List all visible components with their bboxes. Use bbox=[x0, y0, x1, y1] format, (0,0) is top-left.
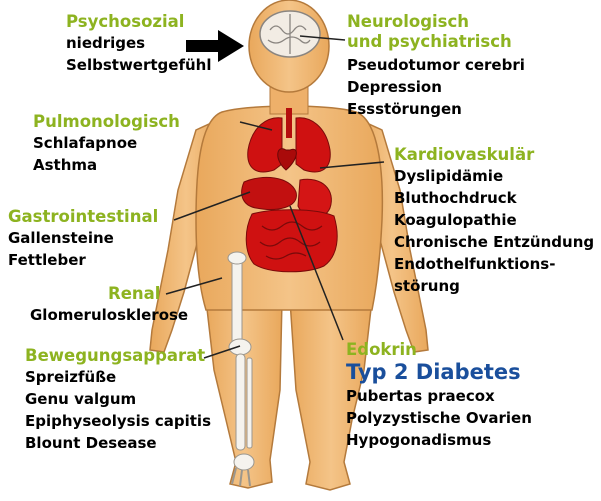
category-label: Gastrointestinal bbox=[8, 207, 158, 227]
category-label: Kardiovaskulär bbox=[394, 145, 594, 165]
group-gastrointestinal: Gastrointestinal Gallensteine Fettleber bbox=[8, 207, 158, 271]
condition-item: Bluthochdruck bbox=[394, 187, 594, 209]
condition-item: Endothelfunktions- bbox=[394, 253, 594, 275]
group-pulmonologisch: Pulmonologisch Schlafapnoe Asthma bbox=[33, 112, 180, 176]
condition-item: Spreizfüße bbox=[25, 366, 211, 388]
category-label: Bewegungsapparat bbox=[25, 346, 211, 366]
liver bbox=[242, 177, 297, 209]
highlight-label: Typ 2 Diabetes bbox=[346, 360, 532, 385]
category-label: und psychiatrisch bbox=[347, 32, 525, 52]
category-label: Psychosozial bbox=[66, 12, 212, 32]
condition-item: Essstörungen bbox=[347, 98, 525, 120]
condition-item: Depression bbox=[347, 76, 525, 98]
condition-item: niedriges bbox=[66, 32, 212, 54]
condition-item: störung bbox=[394, 275, 594, 297]
condition-item: Blount Desease bbox=[25, 432, 211, 454]
condition-item: Dyslipidämie bbox=[394, 165, 594, 187]
condition-item: Asthma bbox=[33, 154, 180, 176]
category-label: Renal bbox=[30, 284, 188, 304]
condition-item: Glomerulosklerose bbox=[30, 304, 188, 326]
group-neurologisch: Neurologisch und psychiatrisch Pseudotum… bbox=[347, 12, 525, 120]
condition-item: Selbstwertgefühl bbox=[66, 54, 212, 76]
group-psychosozial: Psychosozial niedriges Selbstwertgefühl bbox=[66, 12, 212, 76]
group-endokrin: Edokrin Typ 2 Diabetes Pubertas praecox … bbox=[346, 340, 532, 451]
condition-item: Fettleber bbox=[8, 249, 158, 271]
condition-item: Koagulopathie bbox=[394, 209, 594, 231]
condition-item: Schlafapnoe bbox=[33, 132, 180, 154]
condition-item: Hypogonadismus bbox=[346, 429, 532, 451]
organs bbox=[242, 108, 338, 272]
condition-item: Pseudotumor cerebri bbox=[347, 54, 525, 76]
group-renal: Renal Glomerulosklerose bbox=[30, 284, 188, 326]
condition-item: Gallensteine bbox=[8, 227, 158, 249]
category-label: Edokrin bbox=[346, 340, 532, 360]
condition-item: Chronische Entzündung bbox=[394, 231, 594, 253]
trachea bbox=[286, 108, 292, 138]
category-label: Pulmonologisch bbox=[33, 112, 180, 132]
group-kardiovaskular: Kardiovaskulär Dyslipidämie Bluthochdruc… bbox=[394, 145, 594, 297]
condition-item: Genu valgum bbox=[25, 388, 211, 410]
category-label: Neurologisch bbox=[347, 12, 525, 32]
condition-item: Pubertas praecox bbox=[346, 385, 532, 407]
intestines bbox=[246, 210, 337, 272]
group-bewegungsapparat: Bewegungsapparat Spreizfüße Genu valgum … bbox=[25, 346, 211, 454]
condition-item: Epiphyseolysis capitis bbox=[25, 410, 211, 432]
condition-item: Polyzystische Ovarien bbox=[346, 407, 532, 429]
